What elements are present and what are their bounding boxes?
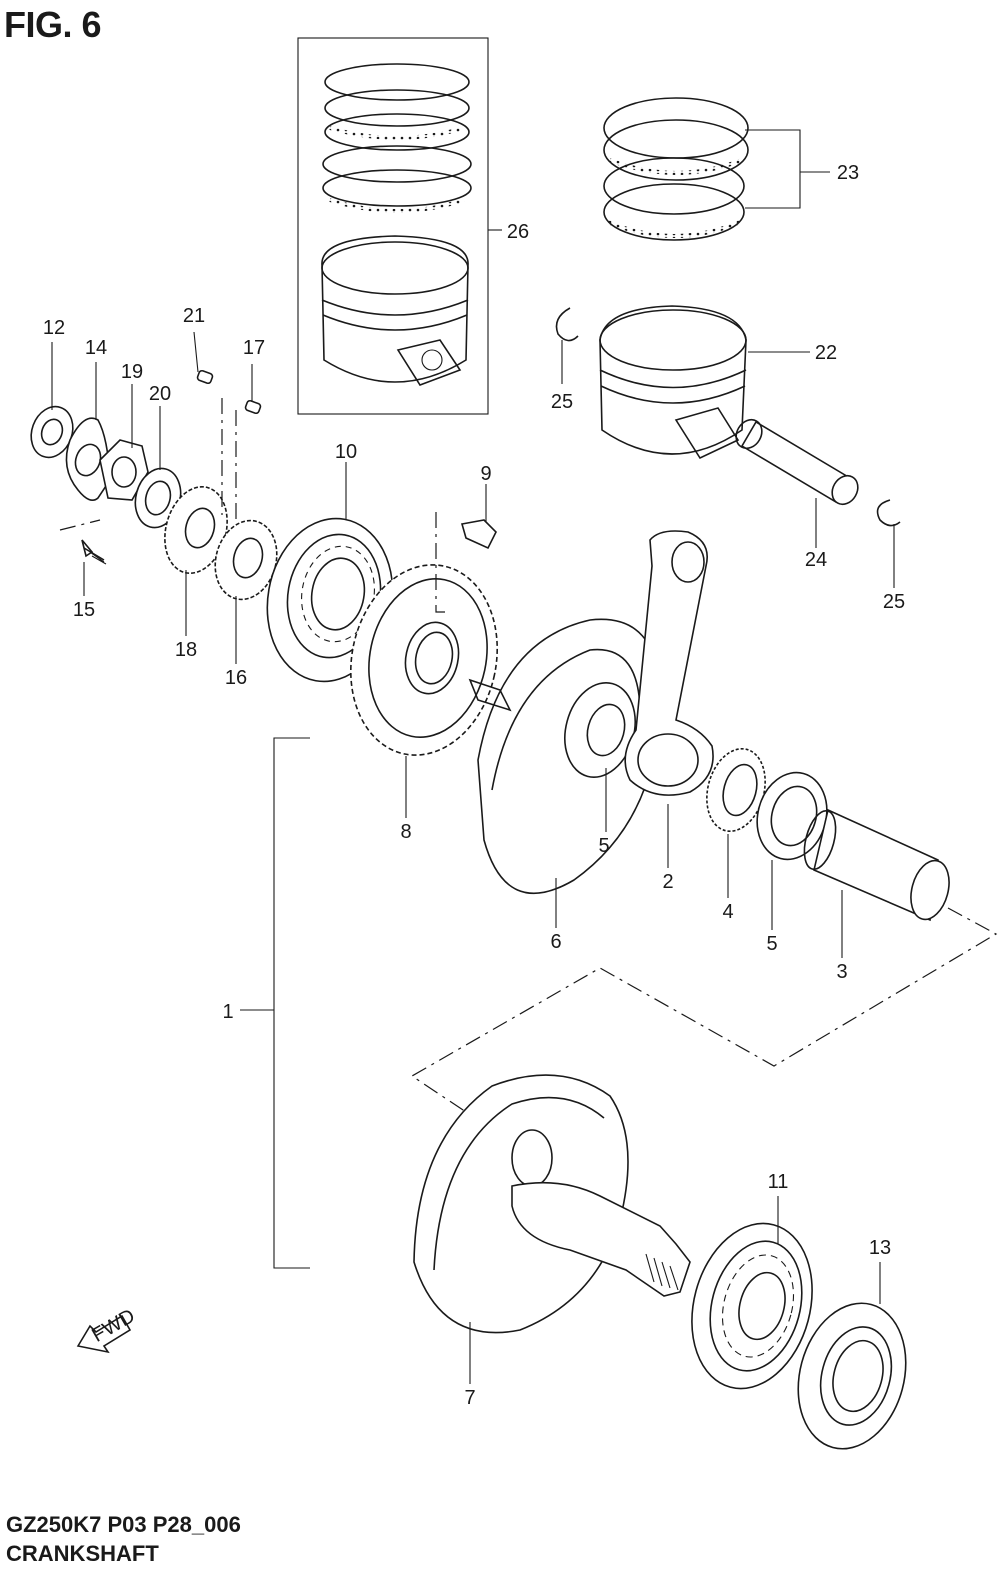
callout-20: 20 xyxy=(149,383,171,405)
callout-6: 6 xyxy=(550,931,561,953)
crank-pin-3 xyxy=(803,808,950,922)
callout-2: 2 xyxy=(662,871,673,893)
callout-25: 25 xyxy=(551,391,573,413)
callout-23: 23 xyxy=(837,162,859,184)
piston-pin xyxy=(735,418,859,506)
callout-8: 8 xyxy=(400,821,411,843)
callout-17: 17 xyxy=(243,337,265,359)
fwd-arrow-icon: FWD xyxy=(76,1305,139,1354)
oil-seal-13 xyxy=(797,1302,907,1450)
callout-11: 11 xyxy=(768,1171,789,1193)
key-21 xyxy=(196,369,214,385)
callout-16: 16 xyxy=(225,667,247,689)
connecting-rod-2 xyxy=(624,530,714,796)
assembly-link-line xyxy=(410,907,998,1113)
timing-gear-8 xyxy=(349,564,499,756)
callout-5: 5 xyxy=(598,835,609,857)
callout-21: 21 xyxy=(183,305,205,327)
callout-14: 14 xyxy=(85,337,107,359)
bearing-11 xyxy=(691,1222,813,1390)
callout-24: 24 xyxy=(805,549,827,571)
circlip-right xyxy=(876,499,901,527)
callout-12: 12 xyxy=(43,317,65,339)
assembly-name: CRANKSHAFT xyxy=(6,1541,159,1566)
callout-3: 3 xyxy=(836,961,847,983)
callout-26: 26 xyxy=(507,221,529,243)
leader-lines xyxy=(51,171,895,1384)
callout-7: 7 xyxy=(464,1387,475,1409)
callout-13: 13 xyxy=(869,1237,891,1259)
callout-19: 19 xyxy=(121,361,143,383)
axis-line-left xyxy=(59,398,237,531)
piston xyxy=(599,305,747,460)
figure-title: FIG. 6 xyxy=(4,4,102,45)
callout-1: 1 xyxy=(222,1001,233,1023)
callout-9: 9 xyxy=(480,463,491,485)
piston-kit-box xyxy=(297,37,489,415)
callout-labels: 1 2 3 4 5 5 6 7 8 9 10 11 12 13 14 15 16… xyxy=(43,162,905,1409)
pin-9 xyxy=(435,512,497,613)
crank-web-7 xyxy=(413,1074,691,1334)
crank-web-6 xyxy=(468,618,661,895)
model-code: GZ250K7 P03 P28_006 xyxy=(6,1512,241,1537)
callout-10: 10 xyxy=(335,441,357,463)
callout-15: 15 xyxy=(73,599,95,621)
callout-25: 25 xyxy=(883,591,905,613)
screw-15 xyxy=(81,539,107,565)
callout-4: 4 xyxy=(722,901,733,923)
callout-18: 18 xyxy=(175,639,197,661)
piston-ring-set xyxy=(603,97,801,241)
callout-5: 5 xyxy=(766,933,777,955)
assembly-bracket xyxy=(273,737,310,1269)
nut-19 xyxy=(99,439,149,501)
lock-washer-14 xyxy=(65,417,111,501)
circlip-left xyxy=(555,307,579,342)
callout-22: 22 xyxy=(815,342,837,364)
key-17 xyxy=(244,399,262,415)
